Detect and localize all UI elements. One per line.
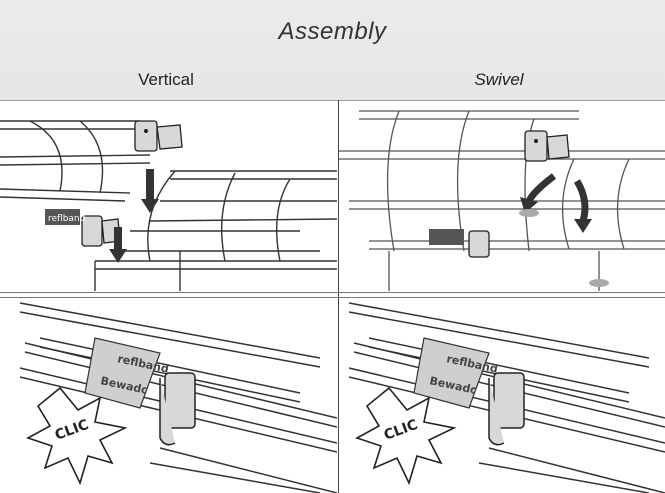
click-burst-icon: CLIC (355, 386, 457, 486)
down-arrow-icon (141, 169, 159, 213)
vertical-clic-detail: reflband Bewadc CLIC (0, 298, 337, 493)
curved-arrow-icon (573, 179, 592, 233)
swivel-assembly-illustration (339, 101, 665, 291)
header-band: Assembly Vertical Swivel (0, 0, 665, 101)
horizontal-divider-bottom (0, 297, 665, 298)
down-arrow-icon (109, 227, 127, 263)
column-label-swivel: Swivel (474, 70, 524, 89)
swivel-clic-detail: reflband Bewadc CLIC (339, 298, 665, 493)
horizontal-divider-top (0, 292, 665, 293)
vertical-assembly-illustration: reflband (0, 101, 337, 291)
brand-label: reflband (48, 214, 85, 224)
vertical-divider (338, 100, 339, 493)
click-burst-icon: CLIC (26, 386, 128, 486)
column-label-vertical: Vertical (138, 70, 194, 89)
curved-arrow-icon (520, 173, 557, 213)
section-title: Assembly (278, 18, 387, 45)
